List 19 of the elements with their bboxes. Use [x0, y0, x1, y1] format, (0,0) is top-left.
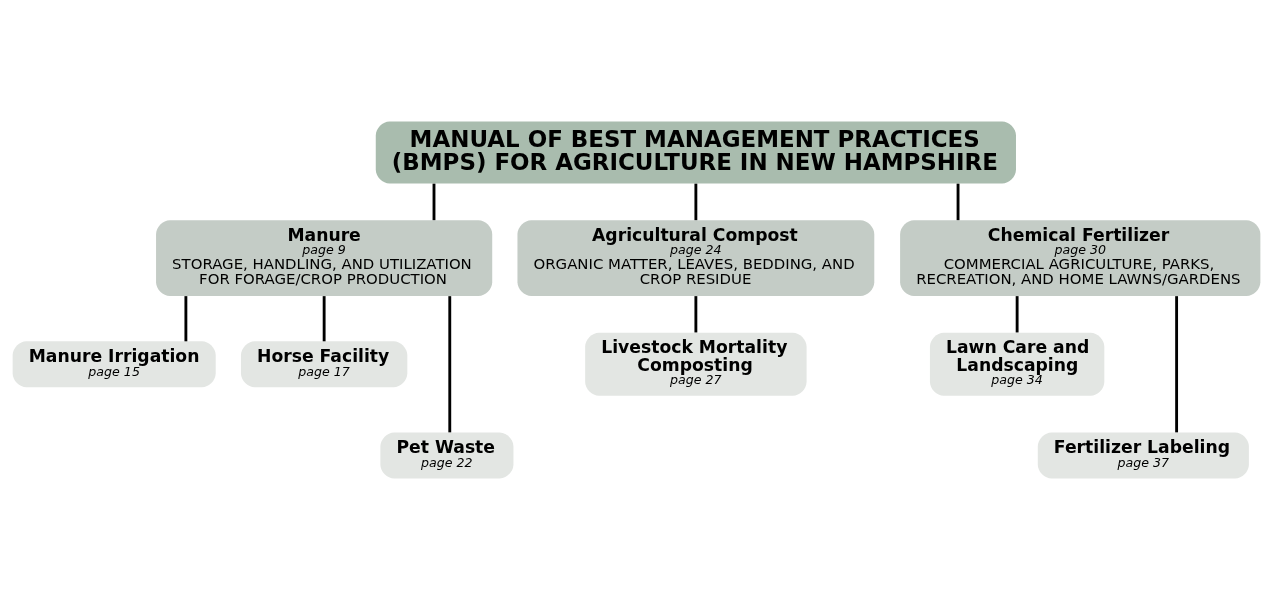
connector [432, 183, 436, 220]
connector [1015, 295, 1019, 332]
node-box: Manure page 9 STORAGE, HANDLING, AND UTILIZATION FOR FORAGE/CROP PRODUCTION [156, 219, 493, 296]
node-box: Horse Facility page 17 [240, 340, 408, 387]
connector [1175, 295, 1179, 432]
node-box: Lawn Care and Landscaping page 34 [929, 332, 1105, 396]
connector [694, 295, 698, 332]
connector [956, 183, 960, 220]
connector [322, 295, 326, 341]
node-box: Agricultural Compost page 24 ORGANIC MATTER, LEAVES, BEDDING, AND CROP RESIDUE [517, 219, 875, 296]
node-box: Livestock Mortality Composting page 27 [585, 332, 807, 396]
connector [184, 295, 188, 341]
node-box: MANUAL OF BEST MANAGEMENT PRACTICES (BMPS) FOR AGRICULTURE IN NEW HAMPSHIRE [375, 121, 1016, 184]
node-box: Manure Irrigation page 15 [12, 340, 216, 387]
connector [694, 183, 698, 220]
node-box: Chemical Fertilizer page 30 COMMERCIAL AGRICULTURE, PARKS, RECREATION, AND HOME LAWNS/GARDENS [900, 219, 1261, 296]
connector [448, 295, 452, 432]
node-box: Pet Waste page 22 [380, 432, 514, 478]
node-box: Fertilizer Labeling page 37 [1037, 432, 1249, 478]
